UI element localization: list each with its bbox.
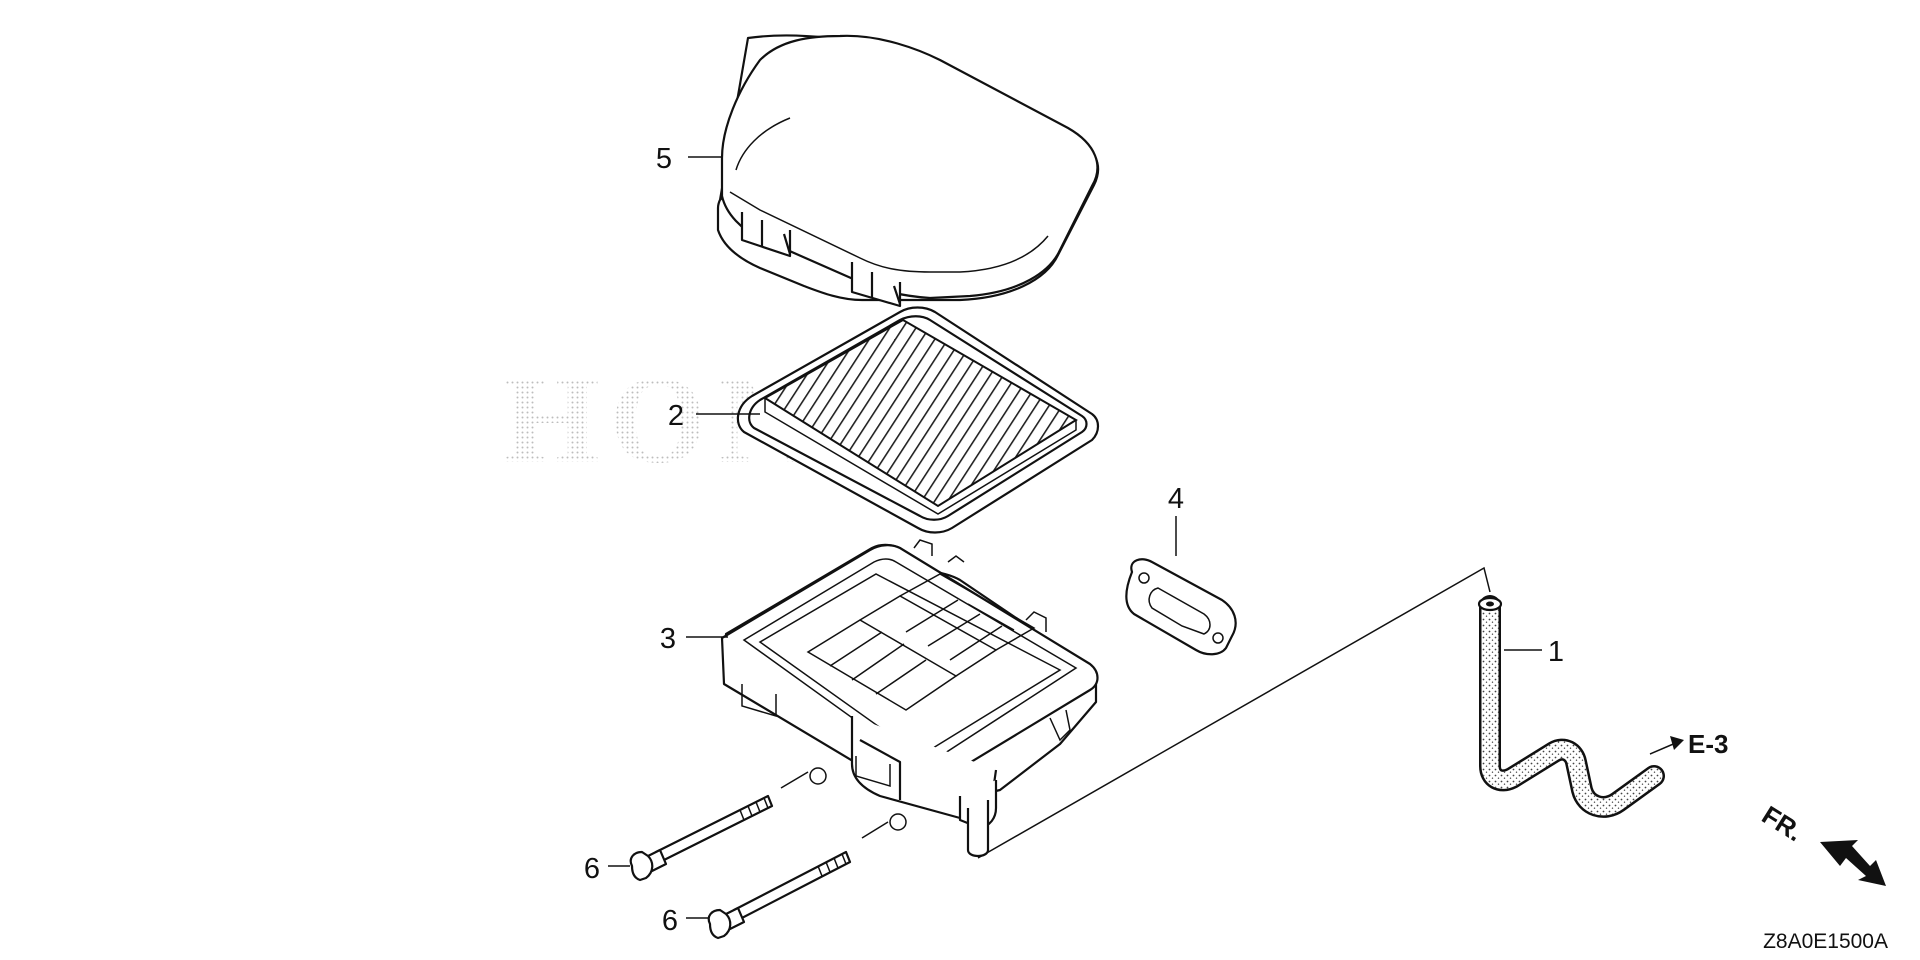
leader-lines — [608, 156, 1542, 919]
flange-bolt-upper — [629, 794, 774, 882]
callout-5: 5 — [656, 143, 672, 175]
flange-bolt-lower — [707, 850, 852, 940]
air-cleaner-case — [720, 539, 1099, 858]
callout-4: 4 — [1168, 483, 1184, 515]
gasket — [1125, 558, 1237, 656]
callout-1: 1 — [1548, 636, 1564, 668]
reference-e3: E-3 — [1649, 729, 1728, 759]
breather-tube — [1477, 595, 1665, 818]
front-direction-mark: FR. — [1757, 800, 1886, 886]
callout-6-upper: 6 — [584, 853, 600, 885]
front-direction-arrow-icon — [1820, 840, 1886, 886]
air-filter-element — [736, 306, 1100, 534]
reference-label: E-3 — [1688, 729, 1728, 759]
callout-2: 2 — [668, 400, 684, 432]
diagram-code: Z8A0E1500A — [1763, 930, 1888, 953]
callout-6-lower: 6 — [662, 905, 678, 937]
air-cleaner-cover — [716, 34, 1100, 308]
callout-3: 3 — [660, 623, 676, 655]
front-mark-label: FR. — [1757, 800, 1808, 848]
